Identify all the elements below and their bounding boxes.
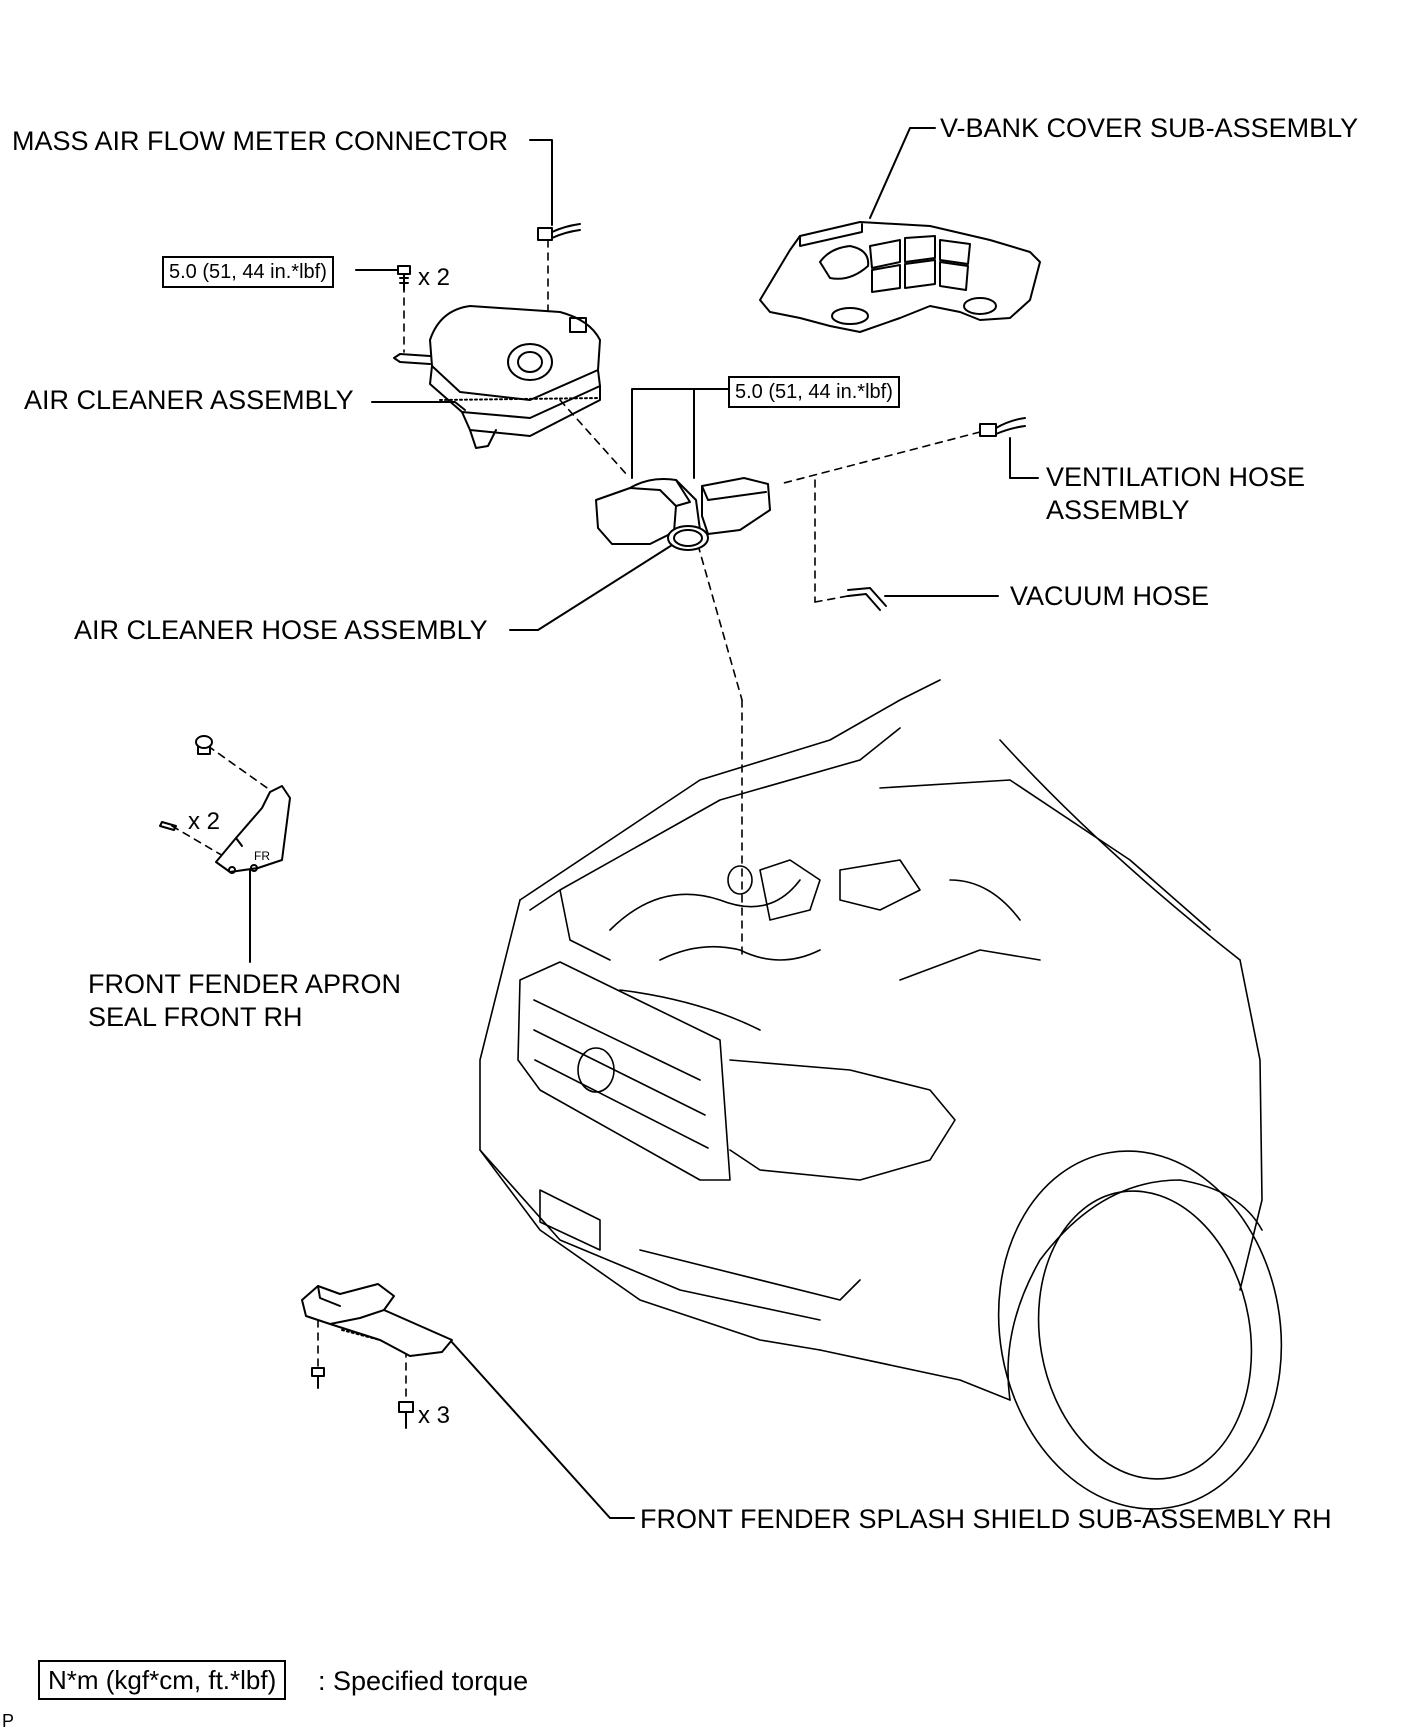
label-mass-air-flow-meter-connector: MASS AIR FLOW METER CONNECTOR [12,126,509,156]
apron-seal-part: FR [215,785,291,874]
label-ventilation-hose-line2: ASSEMBLY [1046,495,1190,525]
torque-box-air-cleaner: 5.0 (51, 44 in.*lbf) [162,256,334,288]
qty-air-cleaner-bolts: x 2 [418,264,451,291]
label-front-fender-apron-line1: FRONT FENDER APRON [88,969,402,999]
label-v-bank-cover: V-BANK COVER SUB-ASSEMBLY [940,113,1359,143]
label-front-fender-splash-shield: FRONT FENDER SPLASH SHIELD SUB-ASSEMBLY … [640,1504,1332,1534]
air-cleaner-assembly-part [393,305,601,449]
ventilation-hose-part [979,417,1026,437]
label-vacuum-hose: VACUUM HOSE [1010,581,1210,611]
fr-arrow-text: FR [254,849,270,863]
qty-splash-shield-bolts: x 3 [418,1402,451,1429]
leader-lines [249,127,1039,1519]
mass-air-flow-connector-part [537,223,581,241]
v-bank-cover-part [759,221,1041,333]
label-front-fender-apron-line2: SEAL FRONT RH [88,1002,303,1032]
qty-apron-seal-clips: x 2 [188,808,221,835]
vehicle-front-outline [479,679,1283,1510]
air-cleaner-hose-part [595,477,771,551]
label-ventilation-hose-line1: VENTILATION HOSE [1046,462,1306,492]
dashed-alignment-lines [171,239,981,1401]
label-air-cleaner-hose-assembly: AIR CLEANER HOSE ASSEMBLY [74,615,488,645]
air-cleaner-bolt-part [397,265,411,291]
legend-description: : Specified torque [318,1666,529,1696]
splash-shield-part [301,1283,453,1429]
corner-mark: P [2,1711,15,1731]
label-air-cleaner-assembly: AIR CLEANER ASSEMBLY [24,385,354,415]
vacuum-hose-part [847,587,887,611]
legend-torque-box: N*m (kgf*cm, ft.*lbf) [38,1660,287,1700]
torque-box-hose-clamps: 5.0 (51, 44 in.*lbf) [728,376,900,408]
apron-seal-fasteners [159,735,213,831]
